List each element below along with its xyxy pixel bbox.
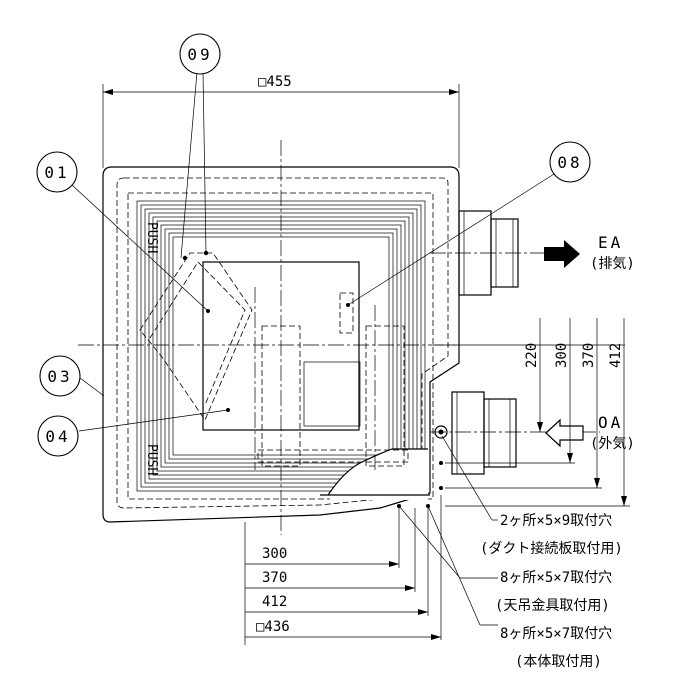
callout-01: 01 [36,151,78,193]
dimension-300-right-label: 300 [554,343,570,368]
ea-duct-port: EA (排気) [430,210,635,296]
callout-03-label: 03 [47,367,72,386]
right-dimensions: 220 300 370 412 [435,318,630,507]
note-body-holes-use: (本体取付用) [515,654,602,670]
dimension-455-label: □455 [258,74,292,90]
note-leaders [398,435,498,626]
ea-arrow-icon [544,240,580,268]
callout-09-label: 09 [187,45,212,64]
ea-code: EA [598,233,623,252]
dimension-436-label: □436 [256,619,290,635]
unit-body [102,166,460,523]
callout-01-label: 01 [44,163,69,182]
push-mark-top: PUSH [144,222,159,253]
dimension-300-bottom-label: 300 [262,546,287,562]
dimension-370-right-label: 370 [581,343,597,368]
oa-code: OA [598,413,623,432]
dimension-220-label: 220 [524,343,540,368]
dimension-412-bottom-label: 412 [262,594,287,610]
oa-arrow-icon [545,418,584,448]
push-mark-bottom: PUSH [144,444,159,475]
dimension-370-bottom-label: 370 [262,570,287,586]
callout-08-label: 08 [557,153,582,172]
note-body-holes: 8ヶ所×5×7取付穴 [500,626,612,642]
note-hanger-holes-use: (天吊金具取付用) [495,598,610,614]
note-duct-holes: 2ヶ所×5×9取付穴 [500,513,612,529]
callout-04-label: 04 [45,427,70,446]
notes: 2ヶ所×5×9取付穴 (ダクト接続板取付用) 8ヶ所×5×7取付穴 (天吊金具取… [480,513,623,670]
internal-components [139,250,409,470]
bottom-dimensions: 300 370 412 □436 [244,495,442,645]
oa-duct-port: OA (外気) [430,391,635,475]
note-hanger-holes: 8ヶ所×5×7取付穴 [500,570,612,586]
dimension-412-right-label: 412 [608,343,624,368]
callout-09: 09 [179,33,221,75]
callout-03: 03 [39,355,81,397]
callout-leaders [71,71,555,432]
oa-name: (外気) [590,436,635,452]
note-duct-holes-use: (ダクト接続板取付用) [480,540,623,557]
callout-08: 08 [549,141,591,183]
dimension-top-width: □455 [102,74,460,168]
ea-name: (排気) [590,256,635,272]
callout-04: 04 [37,415,79,457]
